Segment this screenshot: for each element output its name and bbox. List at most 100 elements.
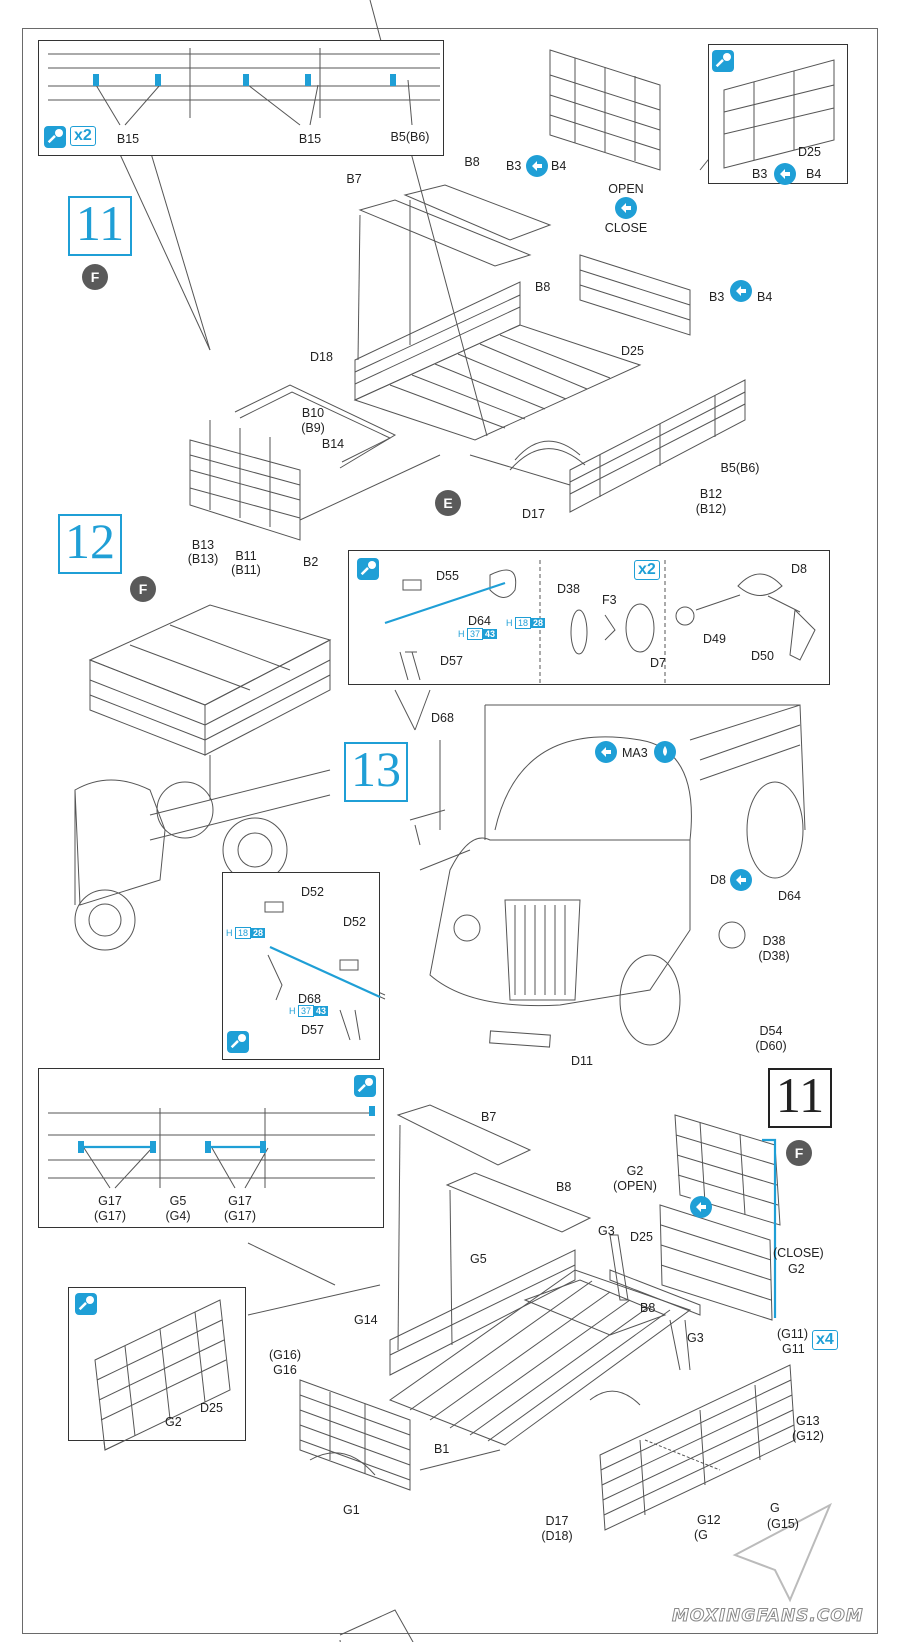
detail-box-g2 — [68, 1287, 246, 1441]
label-d25: D25 — [798, 145, 821, 159]
label-open: (OPEN) — [613, 1179, 657, 1193]
label-b4: B4 — [551, 159, 567, 173]
label-d25: D25 — [630, 1230, 653, 1244]
paint-num: 18 — [515, 617, 532, 629]
label-g5: G5 — [470, 1252, 487, 1266]
paint-h: H — [506, 618, 513, 628]
label-b1: B1 — [434, 1442, 450, 1456]
label-g11: G11 — [782, 1342, 805, 1356]
label-b10: B10 — [301, 406, 325, 420]
label-b12: (B12) — [695, 502, 727, 516]
label-d50: D50 — [751, 649, 774, 663]
label-d68: D68 — [298, 992, 321, 1006]
label-d64: D64 — [778, 889, 801, 903]
label-b15: B15 — [298, 132, 322, 146]
marker-f-bottom: F — [786, 1140, 812, 1166]
label-b2: B2 — [303, 555, 319, 569]
label-b13: (B13) — [187, 552, 219, 566]
paint-num: 37 — [298, 1005, 315, 1017]
paint-box: 28 — [251, 928, 266, 938]
label-d57: D57 — [440, 654, 463, 668]
label-g14: G14 — [354, 1313, 378, 1327]
label-b8: B8 — [464, 155, 480, 169]
label-g2: G2 — [165, 1415, 182, 1429]
label-g2-open: G2 — [626, 1164, 644, 1178]
label-g4: (G4) — [165, 1209, 191, 1223]
label-b4: B4 — [757, 290, 773, 304]
label-d8: D8 — [710, 873, 726, 887]
label-b7: B7 — [481, 1110, 497, 1124]
label-d17: D17 — [522, 507, 545, 521]
paint-box: 28 — [531, 618, 546, 628]
label-g5: G5 — [169, 1194, 187, 1208]
label-b5-b6: B5(B6) — [720, 461, 760, 475]
label-b4: B4 — [806, 167, 822, 181]
label-g-partial: (G — [694, 1528, 708, 1542]
label-close: (CLOSE) — [773, 1246, 824, 1260]
label-g16: (G16) — [269, 1348, 301, 1362]
watermark: MOXINGFANS.COM — [672, 1606, 864, 1627]
label-d52: D52 — [343, 915, 366, 929]
label-b8: B8 — [535, 280, 551, 294]
label-b12: B12 — [699, 487, 723, 501]
label-d7: D7 — [650, 656, 666, 670]
label-g17: (G17) — [224, 1209, 256, 1223]
paint-h: H — [458, 629, 465, 639]
label-close: CLOSE — [604, 221, 648, 235]
mirror-detail-box — [222, 872, 380, 1060]
label-d38: (D38) — [758, 949, 790, 963]
label-b8: B8 — [556, 1180, 572, 1194]
label-d18: D18 — [310, 350, 333, 364]
marker-f-step12: F — [130, 576, 156, 602]
label-d49: D49 — [703, 632, 726, 646]
label-d17: D17 — [545, 1514, 569, 1528]
label-g17: G17 — [98, 1194, 122, 1208]
paint-h: H — [289, 1006, 296, 1016]
step-number-11: 11 — [68, 196, 132, 256]
label-b5-b6: B5(B6) — [390, 130, 430, 144]
lights-detail-box — [348, 550, 830, 685]
label-d57: D57 — [301, 1023, 324, 1037]
label-g3: G3 — [598, 1224, 615, 1238]
detail-box-b15 — [38, 40, 444, 156]
marker-f: F — [82, 264, 108, 290]
label-d64: D64 — [468, 614, 491, 628]
label-g2-close: G2 — [788, 1262, 805, 1276]
label-g12: (G12) — [792, 1429, 824, 1443]
label-g1: G1 — [343, 1503, 360, 1517]
label-g13: G13 — [796, 1414, 820, 1428]
label-g16: G16 — [273, 1363, 297, 1377]
label-d8: D8 — [791, 562, 807, 576]
label-d52: D52 — [301, 885, 324, 899]
label-d25: D25 — [200, 1401, 223, 1415]
quantity-x2-lights: x2 — [634, 560, 660, 580]
paint-box: 43 — [483, 629, 498, 639]
label-d38: D38 — [762, 934, 786, 948]
step-number-12: 12 — [58, 514, 122, 574]
label-b8: B8 — [640, 1301, 656, 1315]
label-d68: D68 — [431, 711, 454, 725]
paint-num: 37 — [467, 628, 484, 640]
label-b14: B14 — [321, 437, 345, 451]
label-d25: D25 — [621, 344, 644, 358]
label-b7: B7 — [346, 172, 362, 186]
label-open: OPEN — [608, 182, 644, 196]
inset-box-tailboard — [708, 44, 848, 184]
page-frame — [22, 28, 878, 1634]
step-number-11-variant: 11 — [768, 1068, 832, 1128]
quantity-x4: x4 — [812, 1330, 838, 1350]
label-d54: D54 — [759, 1024, 783, 1038]
label-b15: B15 — [116, 132, 140, 146]
label-d18: (D18) — [541, 1529, 573, 1543]
label-b11: (B11) — [231, 563, 261, 577]
label-g-partial: G — [770, 1501, 780, 1515]
label-g3: G3 — [687, 1331, 704, 1345]
label-g11: (G11) — [777, 1327, 809, 1341]
label-ma3: MA3 — [622, 746, 648, 760]
label-d55: D55 — [436, 569, 459, 583]
